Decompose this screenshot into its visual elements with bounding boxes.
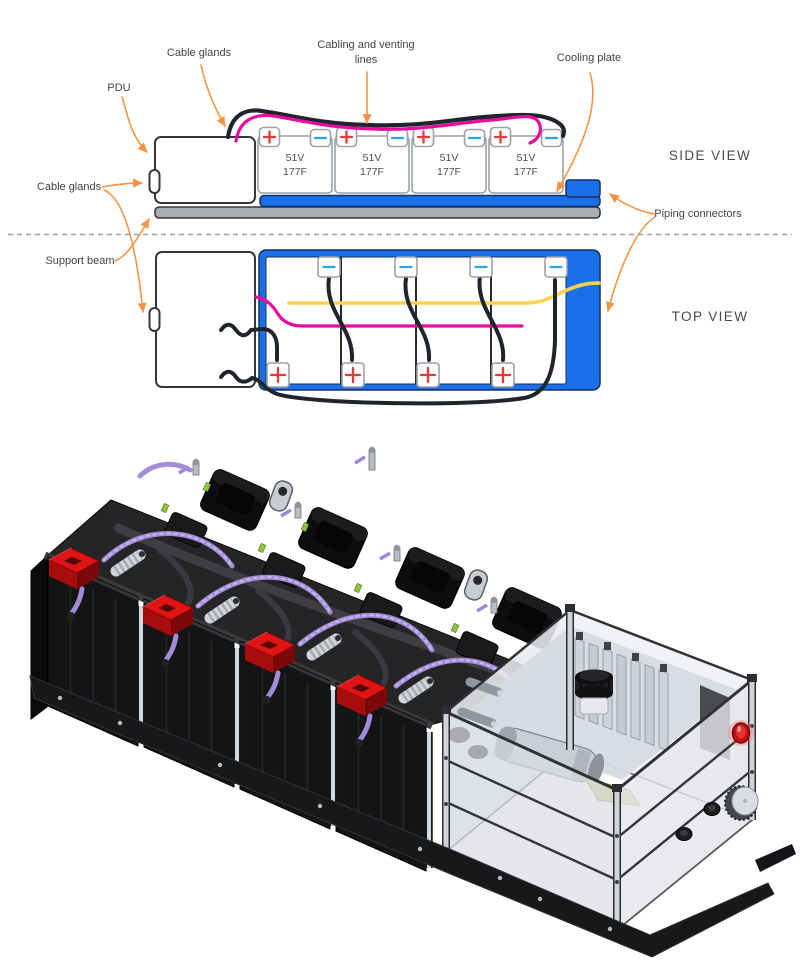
base-plate [29,675,796,958]
cable-magenta-top [254,295,524,328]
vent-valves [178,446,498,614]
filter-cap [575,669,613,715]
module-voltage: 51V [517,152,536,164]
cable-glands-left-label: Cable glands [37,181,102,193]
cabling-venting-label-line2: lines [355,54,378,66]
venting-line-yellow [287,281,601,305]
vent-caps [47,547,434,747]
side-view: 51V 177F 51V 177F 51V 177F 51 [37,39,751,314]
assembly-render [29,446,796,958]
panel-connectors [675,802,721,841]
module-voltage: 51V [363,152,382,164]
pdu-arrow [121,96,148,153]
base-flange [29,675,775,958]
pdu-enclosure [441,604,759,932]
vent-cap [141,594,195,667]
side-view-title: SIDE VIEW [669,148,751,163]
module-capacitance: 177F [360,166,384,178]
corner-posts [441,604,757,930]
piping-connectors-label: Piping connectors [654,208,742,220]
enclosure-rails [445,727,753,882]
hand-knob [724,785,759,821]
support-beam-side [154,206,601,219]
vent-cap [243,631,297,704]
module-voltage: 51V [440,152,459,164]
module-capacitance: 177F [437,166,461,178]
rear-foot [755,844,796,872]
cable-glands-left-arrow-top [103,189,147,314]
piping-connector-block [565,179,601,198]
schematic-diagram: 51V 177F 51V 177F 51V 177F 51 [8,39,792,406]
top-view: TOP VIEW Support beam [45,249,749,406]
power-cable-magenta-side [234,113,542,145]
cooling-plate-side [259,194,601,208]
capacitor-module-3: 51V 177F [411,126,487,194]
support-beam-arrow [114,218,150,262]
power-cable-black-side [225,108,566,140]
capacitor-module-4: 51V 177F [488,126,564,194]
cooling-plate-label: Cooling plate [557,52,621,64]
lifting-tabs [268,480,489,601]
module-capacitance: 177F [514,166,538,178]
estop-button [728,720,754,746]
top-view-title: TOP VIEW [672,309,749,324]
vent-cap [47,547,101,620]
cable-gland-side [148,169,161,194]
module-capacitance: 177F [283,166,307,178]
piping-connectors-arrow-down [605,216,656,313]
capacitor-module-1: 51V 177F [257,126,333,194]
module-voltage: 51V [286,152,305,164]
pdu-box-top [155,251,256,388]
support-beam-label: Support beam [45,255,114,267]
cables-black-top [219,274,557,406]
plus-terminals-top [266,362,515,388]
minus-terminals-top [317,256,568,278]
cable-glands-left-arrow-side [101,178,144,188]
pdu-label: PDU [107,82,130,94]
cooling-plate-arrow [556,72,594,192]
base-screws [57,695,613,932]
tube-fittings [110,549,434,704]
cable-glands-top-label: Cable glands [167,47,232,59]
cable-gland-top-view [148,307,161,332]
cabling-venting-label-line1: Cabling and venting [317,39,414,51]
piping-connectors-arrow-up [609,193,656,215]
capacitor-module-2: 51V 177F [334,126,410,194]
pdu-box-side [154,136,256,204]
vent-cap [335,674,389,747]
cable-glands-top-arrow [200,64,226,127]
connector-leds [160,481,460,634]
